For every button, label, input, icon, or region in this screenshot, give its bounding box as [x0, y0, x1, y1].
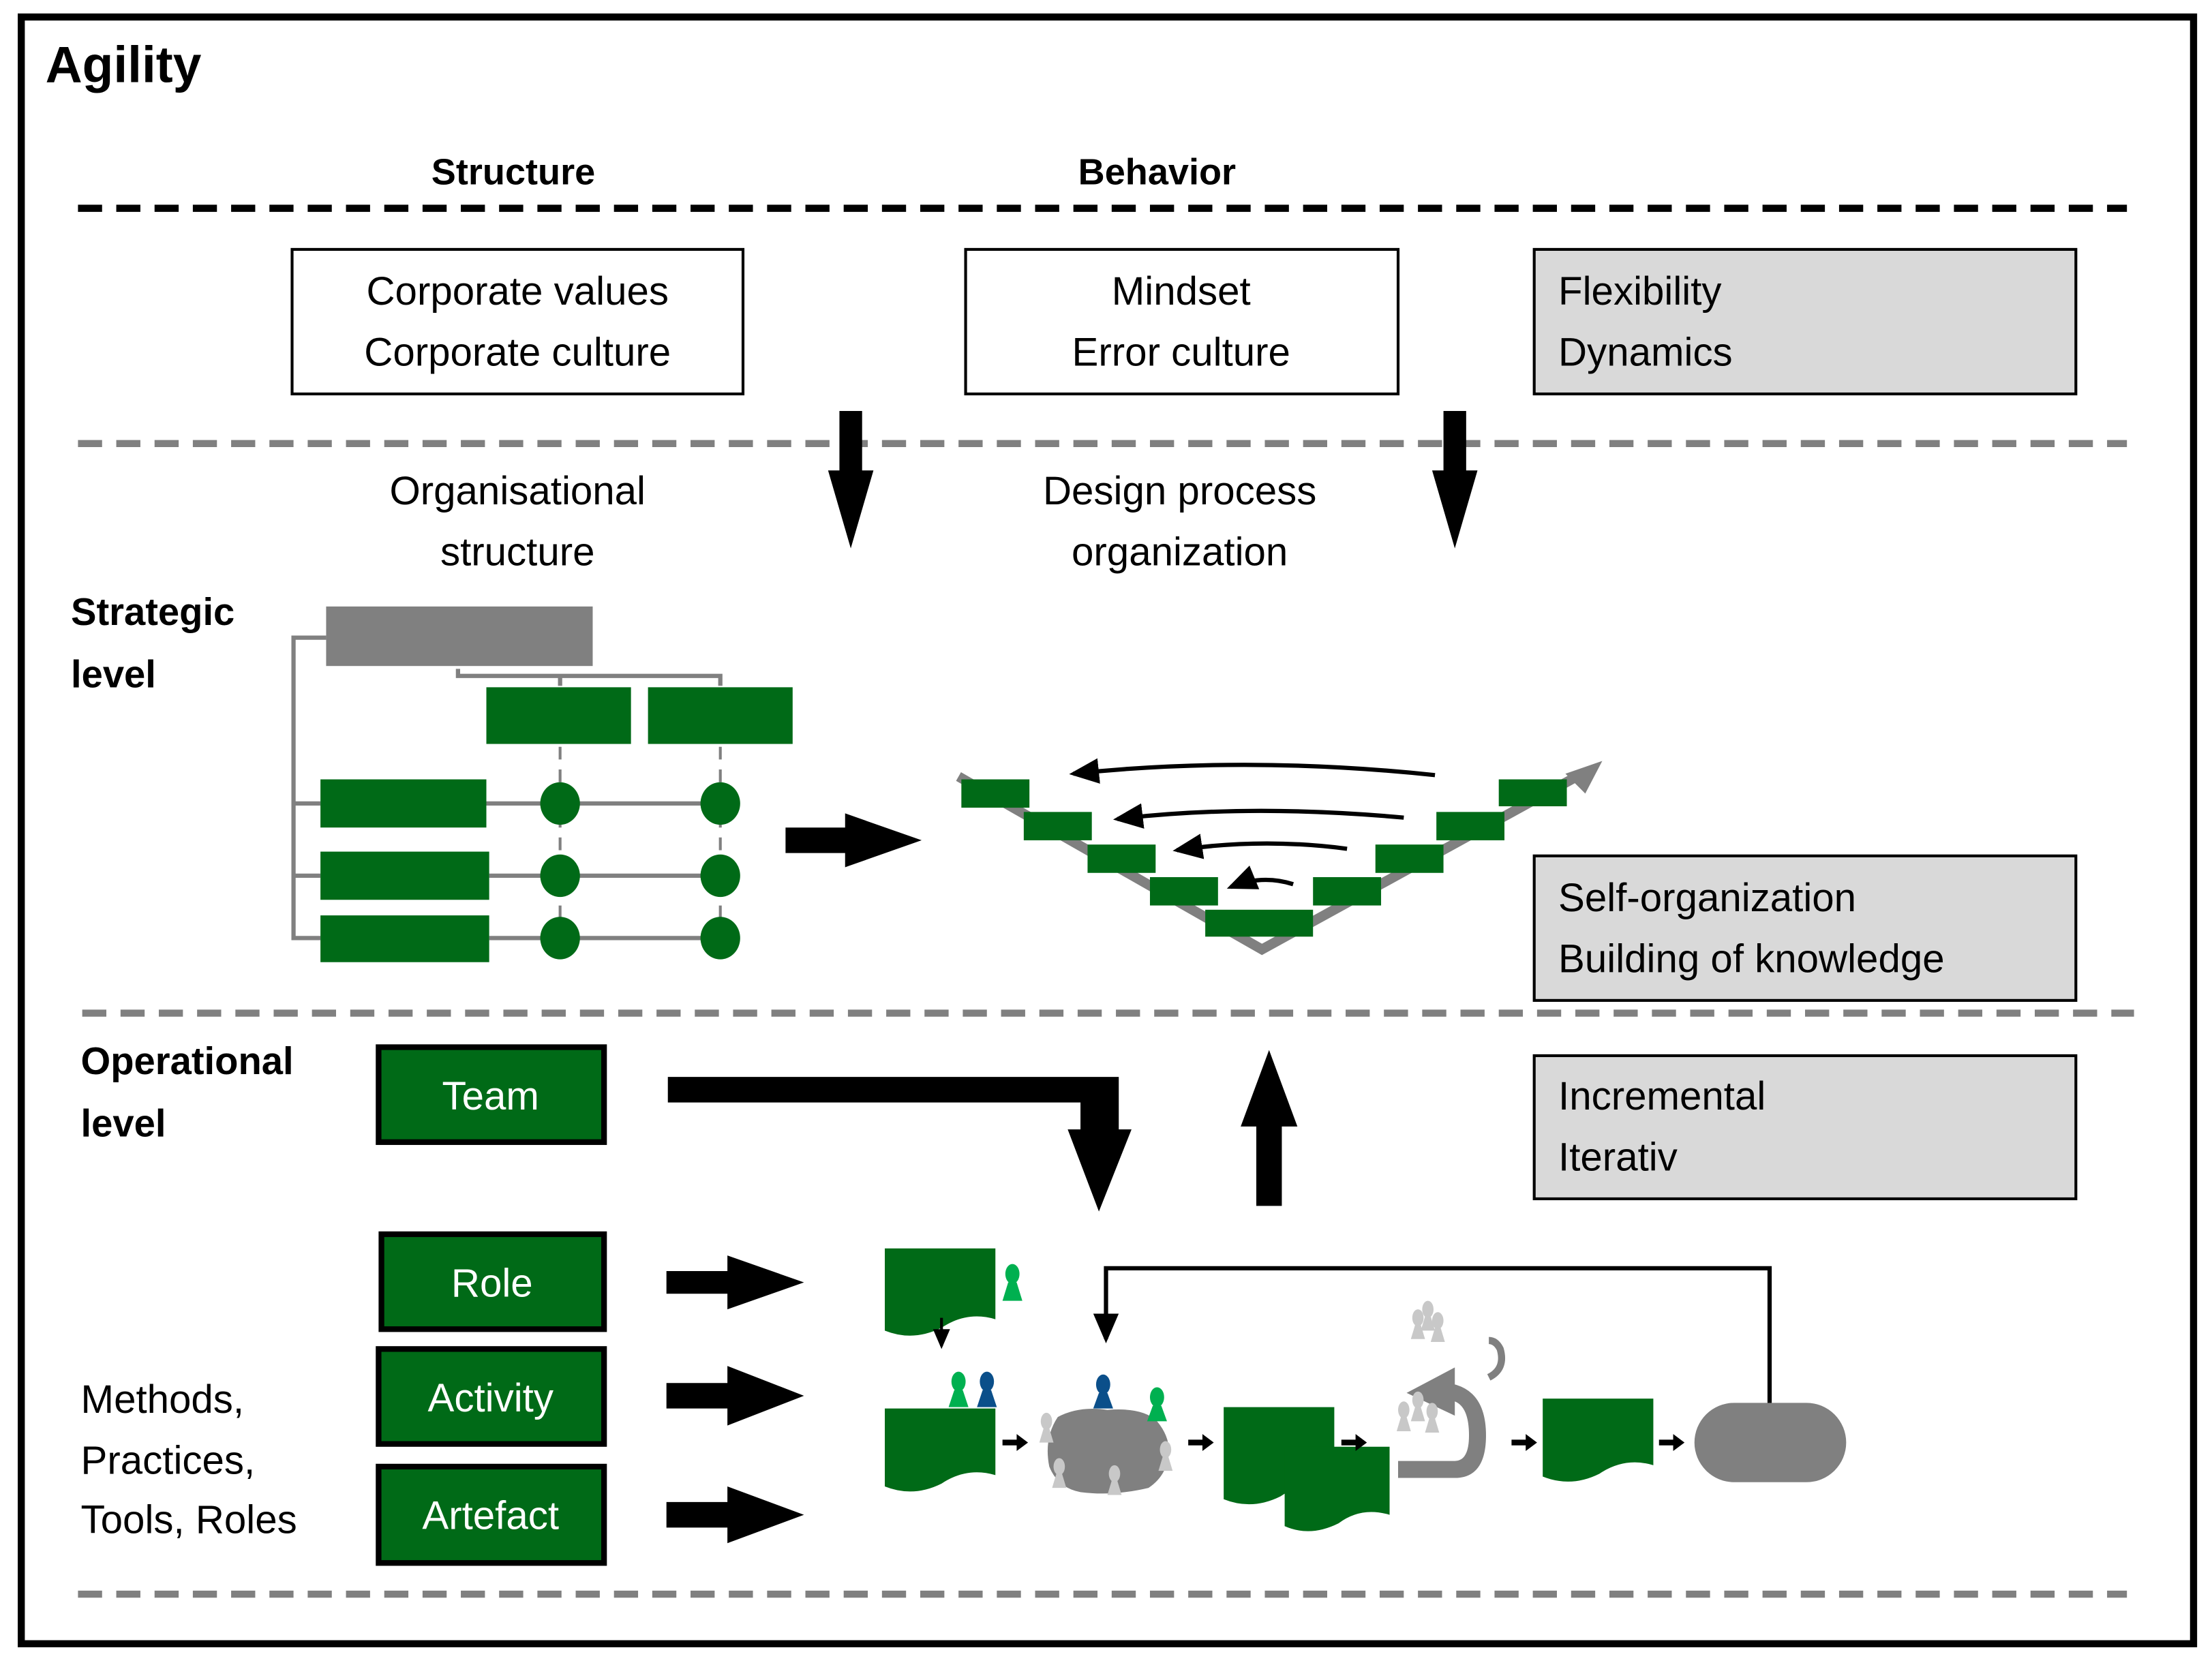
artefact-element[interactable]: Artefact	[376, 1463, 607, 1566]
methods-label-2: Practices,	[81, 1438, 256, 1482]
box-line: Dynamics	[1558, 330, 1733, 374]
box-line: Iterativ	[1558, 1135, 1678, 1179]
artefact-label: Artefact	[422, 1493, 559, 1538]
methods-label: Methods,	[81, 1377, 245, 1422]
team-element[interactable]: Team	[376, 1044, 607, 1145]
document-icon	[885, 1408, 996, 1492]
org-structure-label-2: structure	[440, 530, 595, 575]
column-header-structure: Structure	[431, 151, 595, 192]
box-line: Corporate values	[367, 269, 669, 314]
operational-level-label: Operational	[81, 1039, 294, 1082]
document-icon	[885, 1248, 996, 1336]
box-line: Flexibility	[1558, 269, 1721, 314]
activity-icon	[1047, 1409, 1169, 1494]
role-figure-icon	[1039, 1374, 1173, 1495]
team-figures-icon	[1396, 1300, 1445, 1433]
role-label: Role	[451, 1261, 533, 1305]
box-line: Incremental	[1558, 1074, 1766, 1118]
down-arrow-behavior	[1431, 410, 1478, 549]
right-arrow-role	[666, 1255, 804, 1310]
org-structure-label: Organisational	[389, 469, 646, 513]
v-model-icon	[956, 758, 1603, 956]
right-arrow-artefact	[666, 1486, 804, 1544]
strategic-level-label-2: level	[71, 652, 156, 695]
mindset-box: Mindset Error culture	[964, 247, 1400, 396]
methods-label-3: Tools, Roles	[81, 1498, 297, 1542]
org-chart-icon	[291, 606, 793, 962]
box-line: Error culture	[1072, 330, 1290, 374]
role-element[interactable]: Role	[378, 1231, 607, 1332]
team-label: Team	[442, 1074, 539, 1118]
corporate-values-box: Corporate values Corporate culture	[290, 247, 745, 396]
flexibility-box: Flexibility Dynamics	[1532, 247, 2078, 396]
team-elbow-arrow	[667, 1077, 1132, 1212]
document-icon	[1543, 1399, 1654, 1482]
box-line: Building of knowledge	[1558, 936, 1945, 981]
activity-element[interactable]: Activity	[376, 1346, 607, 1447]
incremental-box: Incremental Iterativ	[1532, 1054, 2078, 1201]
box-line: Corporate culture	[364, 330, 671, 374]
document-icon	[1284, 1446, 1390, 1531]
operational-level-label-2: level	[81, 1101, 166, 1144]
up-arrow-operational-to-strategic	[1241, 1050, 1298, 1206]
role-figure-icon	[948, 1371, 997, 1407]
activity-label: Activity	[428, 1376, 554, 1420]
column-header-behavior: Behavior	[1078, 151, 1236, 192]
self-organization-box: Self-organization Building of knowledge	[1532, 854, 2078, 1002]
box-line: Mindset	[1112, 269, 1251, 314]
right-arrow-org-to-process	[785, 813, 922, 868]
design-process-label-2: organization	[1072, 530, 1288, 575]
box-line: Self-organization	[1558, 876, 1856, 920]
terminator-icon	[1694, 1403, 1847, 1482]
right-arrow-activity	[666, 1366, 804, 1426]
diagram-title: Agility	[46, 36, 202, 93]
strategic-level-label: Strategic	[71, 590, 234, 633]
process-flow-icon	[885, 1248, 1847, 1531]
role-figure-icon	[1002, 1264, 1022, 1301]
design-process-label: Design process	[1043, 469, 1316, 513]
